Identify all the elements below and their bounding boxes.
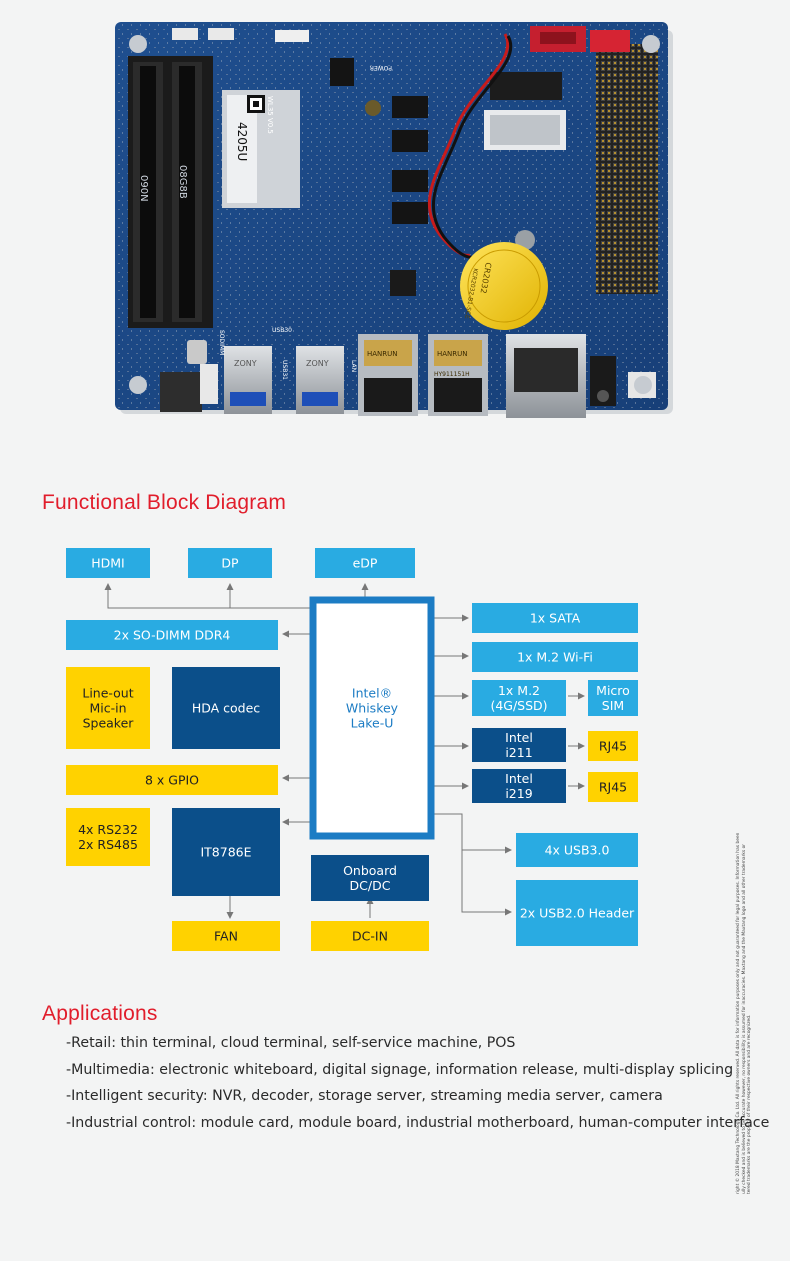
disclaimer-line: tered trademarks are the property of the… <box>747 1014 753 1194</box>
board-label-chip2: 08G8B <box>177 165 188 199</box>
rj45-block: RJ45 <box>588 772 638 802</box>
superio-label: IT8786E <box>200 845 251 860</box>
board-label-usb31: USB31 <box>281 360 288 380</box>
list-item: -Industrial control: module card, module… <box>66 1114 770 1131</box>
sata-block: 1x SATA <box>472 603 638 633</box>
gpio-label: 8 x GPIO <box>145 773 199 788</box>
applications-list: -Retail: thin terminal, cloud terminal, … <box>66 1030 769 1136</box>
usb2-header-block: 2x USB2.0 Header <box>516 880 638 946</box>
superio-block: IT8786E <box>172 808 280 896</box>
usb3-block: 4x USB3.0 <box>516 833 638 867</box>
dcin-block: DC-IN <box>311 921 429 951</box>
sodimm-block: 2x SO-DIMM DDR4 <box>66 620 278 650</box>
board-label-sodimm: SODIMM <box>218 330 225 355</box>
sata-label: 1x SATA <box>530 611 581 626</box>
dp-label: DP <box>221 556 239 571</box>
rj45-label: RJ45 <box>599 739 627 754</box>
disclaimer-line: right © 2018 Maxtang Technology Co. Ltd.… <box>736 832 741 1194</box>
board-label-brand2: HANRUN <box>367 350 398 358</box>
board-label-usb30: USB30 <box>272 327 292 334</box>
copyright-disclaimer: right © 2018 Maxtang Technology Co. Ltd.… <box>736 774 753 1194</box>
usb2-header-label: 2x USB2.0 Header <box>520 906 635 921</box>
hdmi-label: HDMI <box>91 556 125 571</box>
fan-label: FAN <box>214 929 238 944</box>
fan-block: FAN <box>172 921 280 951</box>
board-label-brand: ZONY <box>234 359 257 368</box>
hda-codec-label: HDA codec <box>192 701 260 716</box>
board-label-chip: 090N <box>138 175 149 202</box>
edp-label: eDP <box>353 556 378 571</box>
hdmi-block: HDMI <box>66 548 150 578</box>
board-label-version: WL35 V0.5 <box>266 96 274 134</box>
m2-block: 1x M.2(4G/SSD) <box>472 680 566 716</box>
m2-label: 1x M.2(4G/SSD) <box>490 683 547 713</box>
board-label-model: 4205U <box>235 122 249 161</box>
hda-codec-block: HDA codec <box>172 667 280 749</box>
dp-block: DP <box>188 548 272 578</box>
list-item: -Multimedia: electronic whiteboard, digi… <box>66 1061 734 1078</box>
list-item: -Retail: thin terminal, cloud terminal, … <box>66 1035 516 1051</box>
diagram-title: Functional Block Diagram <box>42 491 287 514</box>
wifi-block: 1x M.2 Wi-Fi <box>472 642 638 672</box>
board-label-brand-2: ZONY <box>306 359 329 368</box>
gpio-block: 8 x GPIO <box>66 765 278 795</box>
wifi-label: 1x M.2 Wi-Fi <box>517 650 593 665</box>
rj45-block: RJ45 <box>588 731 638 761</box>
usb3-label: 4x USB3.0 <box>545 843 610 858</box>
applications-title: Applications <box>42 1002 158 1025</box>
board-label-lan: LAN <box>350 360 357 372</box>
sodimm-label: 2x SO-DIMM DDR4 <box>114 628 231 643</box>
board-label-brand2-b: HANRUN <box>437 350 468 358</box>
board-photo: 090N 08G8B 4205U WL35 V0.5 POWER CR2032 … <box>115 22 673 418</box>
dcin-label: DC-IN <box>352 929 388 944</box>
edp-block: eDP <box>315 548 415 578</box>
board-label-power: POWER <box>370 64 392 71</box>
rj45-label: RJ45 <box>599 780 627 795</box>
board-label-transformer: HY911151H <box>434 371 470 378</box>
list-item: -Intelligent security: NVR, decoder, sto… <box>66 1088 663 1104</box>
